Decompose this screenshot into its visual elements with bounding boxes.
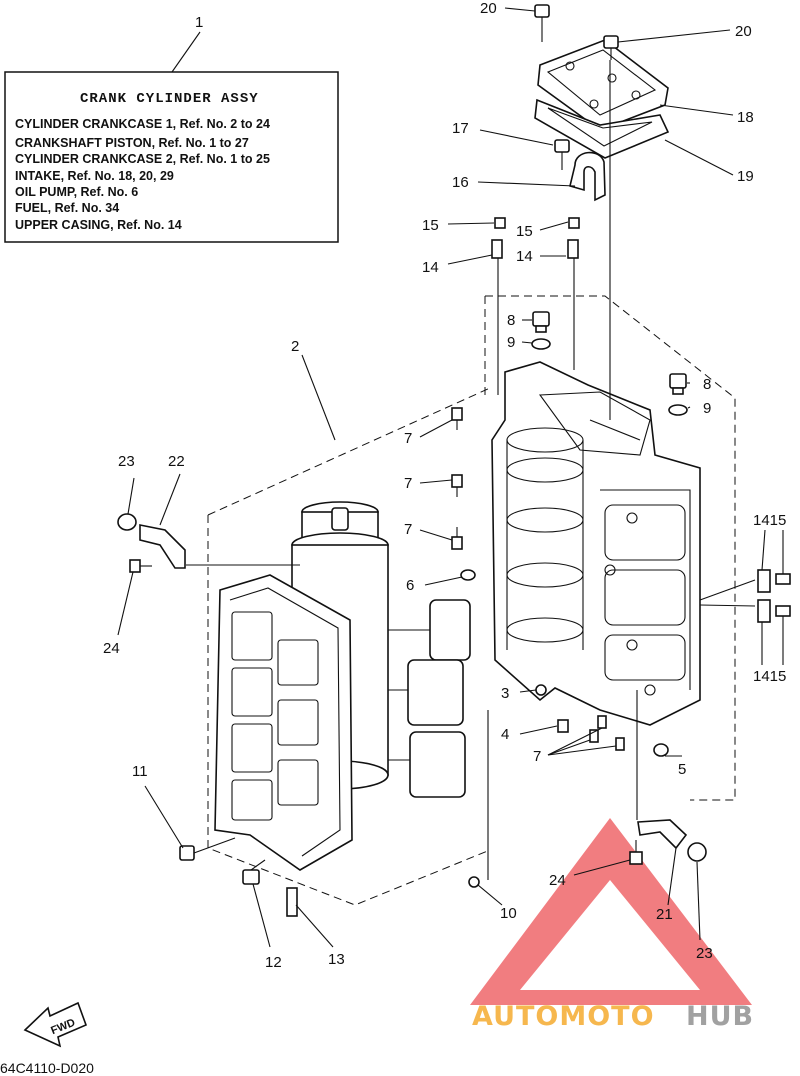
legend-title: CRANK CYLINDER ASSY xyxy=(80,91,259,107)
fitting-7d xyxy=(589,715,625,751)
breather-gasket xyxy=(534,98,670,159)
plug-8a xyxy=(532,311,550,333)
legend-line-6: FUEL, Ref. No. 34 xyxy=(15,201,119,215)
callout-24a: 24 xyxy=(103,640,120,657)
plug-10 xyxy=(468,876,480,888)
fitting-7a xyxy=(451,407,463,430)
callout-18: 18 xyxy=(737,109,754,126)
plug-5 xyxy=(653,743,669,757)
legend-box: 1 CRANK CYLINDER ASSY CYLINDER CRANKCASE… xyxy=(4,14,339,243)
callout-11: 11 xyxy=(132,763,148,780)
pin-14b xyxy=(567,239,579,259)
legend-line-7: UPPER CASING, Ref. No. 14 xyxy=(15,218,182,232)
bolt-17 xyxy=(554,139,570,170)
watermark-logo-icon xyxy=(470,818,752,1005)
callout-7b: 7 xyxy=(404,475,412,492)
watermark-text-part2: HUB xyxy=(686,1001,754,1032)
cap-23b xyxy=(687,842,707,862)
bolt-20b xyxy=(603,35,619,60)
plug-4 xyxy=(557,719,569,733)
pin-14a xyxy=(491,239,503,259)
stud-13 xyxy=(286,887,298,917)
clamp-16 xyxy=(569,151,606,202)
pin-screw-1415a xyxy=(757,569,791,593)
callout-2: 2 xyxy=(291,338,299,355)
watermark-text-part1: AUTOMOTO xyxy=(472,1001,655,1032)
callout-13: 13 xyxy=(328,951,345,968)
callout-15a: 15 xyxy=(422,217,439,234)
plug-8b xyxy=(669,373,687,395)
callout-20a: 20 xyxy=(480,0,497,17)
legend-line-1: CYLINDER CRANKCASE 1, Ref. No. 2 to 24 xyxy=(15,117,270,131)
callout-1: 1 xyxy=(195,14,203,31)
callout-14b: 14 xyxy=(516,248,533,265)
fitting-7c xyxy=(451,527,463,550)
callout-labels: 20 20 18 17 19 16 15 15 14 14 8 9 8 9 2 … xyxy=(103,0,786,971)
callout-15b: 15 xyxy=(516,223,533,240)
bracket-22 xyxy=(139,524,186,569)
watermark: AUTOMOTO HUB xyxy=(470,818,754,1032)
callout-4: 4 xyxy=(501,726,509,743)
callout-1415a: 1415 xyxy=(753,512,786,529)
legend-line-4: INTAKE, Ref. No. 18, 20, 29 xyxy=(15,169,174,183)
jet-6 xyxy=(460,569,476,581)
callout-14a: 14 xyxy=(422,259,439,276)
forward-direction-arrow-icon: FWD xyxy=(23,1001,88,1048)
callout-20b: 20 xyxy=(735,23,752,40)
callout-5: 5 xyxy=(678,761,686,778)
callout-24b: 24 xyxy=(549,872,566,889)
callout-12: 12 xyxy=(265,954,282,971)
plug-3 xyxy=(535,684,547,696)
callout-16: 16 xyxy=(452,174,469,191)
callout-19: 19 xyxy=(737,168,754,185)
screw-15b xyxy=(568,217,580,229)
callout-7a: 7 xyxy=(404,430,412,447)
legend-line-5: OIL PUMP, Ref. No. 6 xyxy=(15,185,138,199)
cylinder-crankcase-block xyxy=(491,361,701,726)
callout-23b: 23 xyxy=(696,945,713,962)
group-boundary-right xyxy=(485,295,736,801)
group-boundary-left xyxy=(207,515,491,906)
washer-9b xyxy=(668,404,688,416)
screw-15a xyxy=(494,217,506,229)
callout-9a: 9 xyxy=(507,334,515,351)
pin-screw-1415b xyxy=(757,599,791,623)
callout-22: 22 xyxy=(168,453,185,470)
callout-9b: 9 xyxy=(703,400,711,417)
callout-7d: 7 xyxy=(533,748,541,765)
bolt-24b xyxy=(629,840,643,865)
callout-3: 3 xyxy=(501,685,509,702)
cap-23a xyxy=(117,513,137,531)
callout-10: 10 xyxy=(500,905,517,922)
callout-6: 6 xyxy=(406,577,414,594)
callout-7c: 7 xyxy=(404,521,412,538)
fitting-7b xyxy=(451,474,463,497)
bolt-24a xyxy=(129,559,152,573)
callout-1415b: 1415 xyxy=(753,668,786,685)
washer-9a xyxy=(531,338,551,350)
bracket-21 xyxy=(637,819,688,850)
callout-21: 21 xyxy=(656,906,673,923)
legend-line-2: CRANKSHAFT PISTON, Ref. No. 1 to 27 xyxy=(15,136,249,150)
callout-8b: 8 xyxy=(703,376,711,393)
callout-23a: 23 xyxy=(118,453,135,470)
callout-17: 17 xyxy=(452,120,469,137)
bolt-20a xyxy=(534,4,550,42)
callout-8a: 8 xyxy=(507,312,515,329)
crankcase-half-2 xyxy=(214,574,353,871)
legend-line-3: CYLINDER CRANKCASE 2, Ref. No. 1 to 25 xyxy=(15,152,270,166)
bolt-12 xyxy=(242,859,266,885)
bolt-11 xyxy=(179,837,236,861)
diagram-code: 64C4110-D020 xyxy=(0,1060,94,1076)
leader-lines xyxy=(117,7,784,948)
breather-cover xyxy=(537,39,669,131)
